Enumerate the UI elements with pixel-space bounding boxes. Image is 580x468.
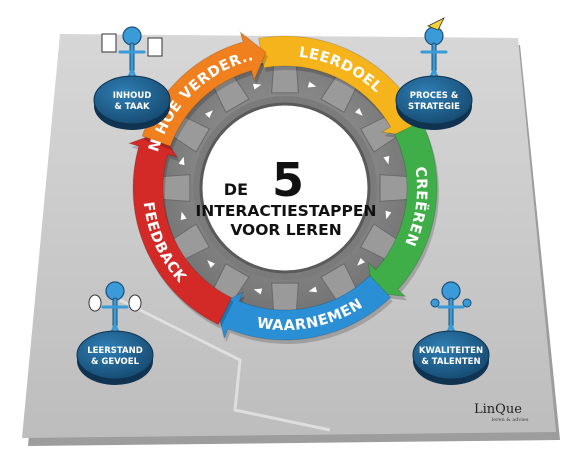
gear-arrow-icon bbox=[308, 286, 318, 293]
center-line-1: INTERACTIESTAPPEN bbox=[196, 202, 377, 220]
logo: LinQue leren & advies bbox=[474, 402, 529, 423]
disk-label-line-2: & TALENTEN bbox=[421, 357, 480, 367]
mask-happy-icon bbox=[128, 294, 142, 312]
disk-label-line-2: & TAAK bbox=[114, 102, 150, 112]
corner-bottom-right: KWALITEITEN& TALENTEN bbox=[412, 281, 490, 385]
gear-arrow-icon bbox=[355, 108, 363, 116]
corner-top-left: INHOUD& TAAK bbox=[93, 26, 171, 130]
center-line-2: VOOR LEREN bbox=[230, 221, 341, 239]
checklist-icon bbox=[147, 37, 163, 57]
disk-label-line-1: LEERSTAND bbox=[87, 346, 143, 356]
gear-arrow-icon bbox=[180, 211, 187, 221]
center-prefix: DE bbox=[224, 180, 248, 199]
gear-arrow-icon bbox=[178, 156, 185, 166]
center-title: DE 5 INTERACTIESTAPPEN VOOR LEREN bbox=[196, 153, 377, 239]
gear-arrow-icon bbox=[252, 83, 262, 90]
disk-top bbox=[93, 75, 171, 125]
mask-sad-icon bbox=[88, 294, 102, 312]
lightbulb-icon bbox=[427, 17, 445, 31]
corner-bottom-left: LEERSTAND& GEVOEL bbox=[76, 281, 154, 385]
disk-label-line-1: KWALITEITEN bbox=[419, 346, 483, 356]
disk-label-line-1: INHOUD bbox=[113, 91, 152, 101]
flexed-arm-icon bbox=[462, 298, 472, 308]
gear-arrow-icon bbox=[205, 110, 213, 118]
document-icon bbox=[101, 33, 117, 53]
logo-tagline: leren & advies bbox=[492, 417, 529, 423]
disk-label-line-1: PROCES & bbox=[410, 91, 459, 101]
step-arc bbox=[215, 275, 392, 341]
gear-arrow-icon bbox=[357, 258, 365, 266]
gear-arrow-icon bbox=[307, 81, 317, 88]
step-arc bbox=[367, 120, 438, 298]
disk-label-line-2: STRATEGIE bbox=[408, 102, 460, 112]
disk-top bbox=[395, 75, 473, 125]
gear-arrow-icon bbox=[385, 210, 392, 220]
gear-arrow-icon bbox=[253, 288, 263, 295]
gear-arrow-icon bbox=[207, 260, 215, 268]
gear-ring bbox=[156, 59, 414, 317]
step-arcs bbox=[127, 30, 440, 344]
step-arc bbox=[127, 131, 233, 326]
disk-top bbox=[412, 330, 490, 380]
disk-label-line-2: & GEVOEL bbox=[91, 357, 140, 367]
flexed-arm-icon bbox=[430, 298, 440, 308]
corner-top-right: PROCES &STRATEGIE bbox=[395, 17, 473, 130]
logo-text: LinQue bbox=[474, 402, 522, 417]
gear-arrow-icon bbox=[383, 155, 390, 165]
center-number: 5 bbox=[272, 153, 304, 207]
disk-top bbox=[76, 330, 154, 380]
